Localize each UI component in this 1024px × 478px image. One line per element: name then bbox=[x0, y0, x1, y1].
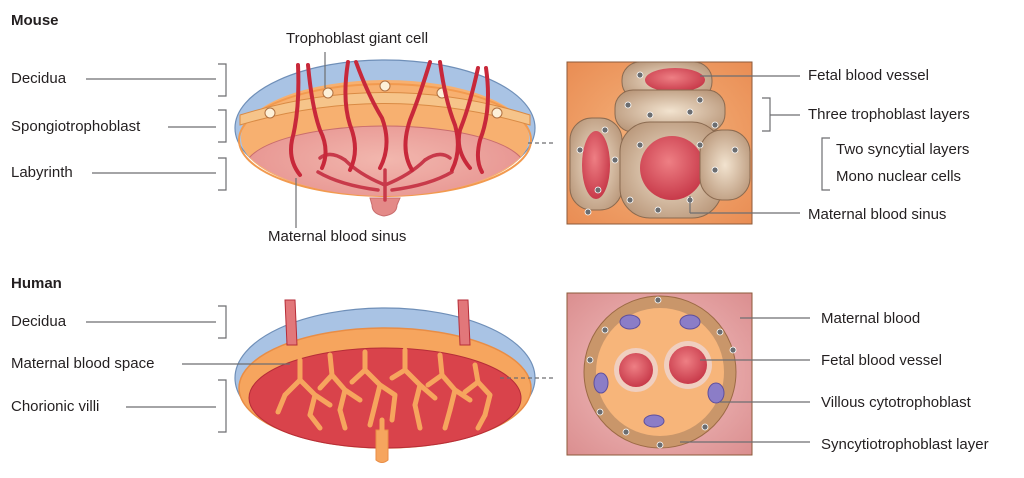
mouse-spongiotrophoblast-label: Spongiotrophoblast bbox=[11, 118, 141, 135]
mono-nuclear-cells-label: Mono nuclear cells bbox=[836, 168, 962, 185]
mouse-placenta bbox=[234, 59, 536, 217]
mouse-fetal-vessel-label: Fetal blood vessel bbox=[808, 67, 929, 84]
mouse-inset-maternal-sinus-label: Maternal blood sinus bbox=[808, 206, 947, 223]
mouse-inset-leaders bbox=[689, 75, 830, 214]
trophoblast-giant-cell-label: Trophoblast giant cell bbox=[286, 30, 429, 47]
maternal-blood-space-label: Maternal blood space bbox=[11, 355, 155, 372]
human-inset-leaders bbox=[680, 317, 810, 443]
mouse-labyrinth-label: Labyrinth bbox=[11, 164, 73, 181]
human-brackets bbox=[86, 305, 555, 433]
mouse-brackets bbox=[86, 52, 555, 228]
syncytiotrophoblast-layer-label: Syncytiotrophoblast layer bbox=[821, 436, 989, 453]
three-trophoblast-layers-label: Three trophoblast layers bbox=[808, 106, 970, 123]
human-fetal-vessel-label: Fetal blood vessel bbox=[821, 352, 942, 369]
human-decidua-label: Decidua bbox=[11, 313, 67, 330]
human-inset bbox=[566, 292, 753, 456]
villous-cytotrophoblast-label: Villous cytotrophoblast bbox=[821, 394, 971, 411]
two-syncytial-layers-label: Two syncytial layers bbox=[836, 141, 970, 158]
mouse-heading: Mouse bbox=[11, 12, 59, 29]
mouse-maternal-sinus-label: Maternal blood sinus bbox=[268, 228, 407, 245]
human-placenta bbox=[234, 299, 536, 463]
mouse-inset bbox=[566, 61, 753, 225]
mouse-decidua-label: Decidua bbox=[11, 70, 67, 87]
human-heading: Human bbox=[11, 275, 62, 292]
maternal-blood-label: Maternal blood bbox=[821, 310, 921, 327]
chorionic-villi-label: Chorionic villi bbox=[11, 398, 100, 415]
